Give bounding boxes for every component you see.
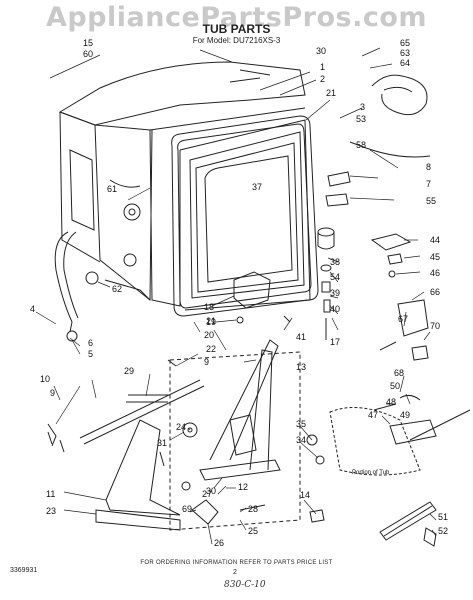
callout: 66: [430, 287, 440, 297]
callout: 30: [316, 46, 326, 56]
callout: 25: [248, 526, 258, 536]
callout: 23: [46, 506, 56, 516]
callout: 35: [296, 419, 306, 429]
callout: 40: [330, 304, 340, 314]
callout: 1: [320, 62, 325, 72]
sump-boundary: [169, 351, 301, 531]
callout: 49: [400, 410, 410, 420]
callout: 39: [330, 288, 340, 298]
callout: 22: [206, 344, 216, 354]
callout: 51: [438, 512, 448, 522]
callout: 8: [426, 162, 431, 172]
callout: 41: [296, 332, 306, 342]
tub-assembly: [58, 61, 311, 311]
callout: 62: [112, 284, 122, 294]
callout: 9: [204, 357, 209, 367]
handwritten-note: 830-C-10: [224, 580, 266, 590]
callout: 2: [320, 74, 325, 84]
callout: 46: [430, 268, 440, 278]
callout: 61: [107, 184, 117, 194]
lower-spray-support: [47, 379, 205, 531]
wire-8: [349, 141, 431, 158]
callout: 14: [300, 490, 310, 500]
callout: 47: [368, 410, 378, 420]
callout: 63: [400, 48, 410, 58]
callout: 45: [430, 252, 440, 262]
callout: 44: [430, 235, 440, 245]
callout: 30: [206, 486, 216, 496]
callout: 38: [330, 257, 340, 267]
door-gasket: [171, 115, 319, 317]
callout: 67: [398, 314, 408, 324]
portion-of-tub: [329, 407, 421, 476]
callout: 55: [426, 196, 436, 206]
callout: 6: [88, 338, 93, 348]
callout: 10: [40, 374, 50, 384]
callout: 4: [30, 304, 35, 314]
callout: 15: [83, 38, 93, 48]
callout: 65: [400, 38, 410, 48]
hose-4: [54, 231, 73, 333]
sump-frame: [199, 339, 281, 481]
callout: 53: [356, 114, 366, 124]
model-label: For Model: DU7216XS-3: [192, 36, 281, 45]
callout: 54: [330, 272, 340, 282]
portion-note: Portion of Tub: [352, 470, 390, 476]
callout: 3: [360, 102, 365, 112]
callout: 9: [50, 388, 55, 398]
callout: 17: [330, 337, 340, 347]
callout: 21: [206, 316, 216, 326]
callout: 28: [248, 504, 258, 514]
callout: 34: [296, 435, 306, 445]
footer-note: FOR ORDERING INFORMATION REFER TO PARTS …: [140, 560, 333, 566]
callout: 20: [204, 330, 214, 340]
callout: 7: [426, 179, 431, 189]
callout: 69: [182, 504, 192, 514]
callout: 52: [438, 526, 448, 536]
callout: 37: [252, 182, 262, 192]
callout: 13: [296, 362, 306, 372]
callout: 50: [390, 381, 400, 391]
watermark: AppliancePartsPros.com: [45, 2, 428, 33]
callout: 70: [430, 321, 440, 331]
callout: 64: [400, 58, 410, 68]
doc-code: 3369931: [10, 567, 38, 574]
callout: 21: [326, 88, 336, 98]
callout-labels: 15 60 30 1 2 21 3 53 65 63 64 8 58 7 37 …: [30, 38, 448, 548]
callout: 48: [386, 397, 396, 407]
callout: 27: [202, 489, 212, 499]
hose-64: [371, 74, 428, 116]
callout: 68: [394, 368, 404, 378]
callout: 5: [88, 349, 93, 359]
page-number: 2: [233, 569, 237, 576]
callout: 29: [124, 366, 134, 376]
diagram-title: TUB PARTS: [202, 22, 271, 36]
callout: 19: [206, 317, 216, 327]
callout: 24: [176, 422, 186, 432]
callout: 26: [214, 538, 224, 548]
callout: 60: [83, 49, 93, 59]
callout: 31: [157, 438, 167, 448]
callout: 12: [238, 482, 248, 492]
callout: 11: [46, 489, 55, 499]
callout: 18: [204, 302, 214, 312]
rail-51: [379, 501, 437, 541]
callout: 58: [356, 140, 366, 150]
